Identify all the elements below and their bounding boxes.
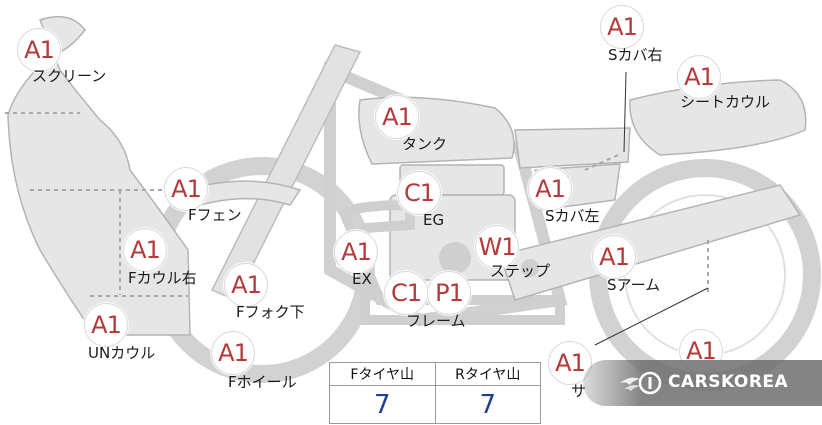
watermark-text: CARSKOREA: [668, 372, 789, 392]
grade-badge-seat-cowl: A1: [677, 55, 721, 99]
grade-badge-front-wheel: A1: [211, 331, 255, 375]
grade-badge-front-fork-lower: A1: [224, 263, 268, 307]
flame-circle-logo-icon: [620, 371, 662, 395]
grade-badge-side-cover-left: A1: [528, 167, 572, 211]
grade-badge-under-cowl: A1: [84, 303, 128, 347]
seat-cowl-shape: [629, 79, 807, 156]
part-label-front-fender: Fフェン: [188, 206, 242, 224]
watermark-banner: [583, 360, 822, 406]
grade-badge-step: W1: [475, 225, 519, 269]
grade-badge-swing-arm: A1: [592, 235, 636, 279]
grade-badge-engine: C1: [397, 171, 441, 215]
leader-lines: [594, 71, 709, 346]
part-label-side-cover-right: Sカバ右: [608, 46, 663, 64]
front-tire-tread-header: Fタイヤ山: [329, 362, 436, 386]
part-label-under-cowl: UNカウル: [88, 344, 156, 362]
part-label-front-wheel: Fホイール: [228, 373, 297, 391]
rear-tire-tread-value: 7: [434, 385, 541, 424]
part-label-side-cover-left: Sカバ左: [545, 207, 600, 225]
part-label-swing-arm: Sアーム: [607, 276, 661, 294]
part-label-engine: EG: [423, 211, 445, 229]
grade-badge-exhaust: A1: [334, 230, 378, 274]
part-label-step: ステップ: [490, 262, 551, 280]
front-tire-tread-value: 7: [329, 385, 436, 424]
grade-badge-front-cowl-right: A1: [123, 228, 167, 272]
swing-arm-shape: [499, 184, 802, 301]
part-label-frame: フレーム: [406, 312, 466, 330]
grade-badge-tank: A1: [375, 95, 419, 139]
tire-tread-table: Fタイヤ山 Rタイヤ山 7 7: [329, 362, 541, 424]
panel-divisions: [5, 112, 709, 297]
grade-badge-frame-1: C1: [384, 271, 428, 315]
rear-subframe-shape: [514, 127, 631, 169]
grade-badge-front-fender: A1: [164, 167, 208, 211]
grade-badge-screen: A1: [17, 28, 61, 72]
part-label-rear-part-a: サ: [571, 382, 587, 400]
part-label-seat-cowl: シートカウル: [680, 93, 771, 111]
grade-badge-side-cover-right: A1: [600, 5, 644, 49]
grade-badge-frame-2: P1: [427, 271, 471, 315]
part-label-exhaust: EX: [352, 270, 372, 288]
exhaust-shape: [339, 199, 565, 325]
part-label-tank: タンク: [402, 135, 448, 153]
part-label-front-cowl-right: Fカウル右: [128, 269, 197, 287]
part-label-front-fork-lower: Fフォク下: [236, 303, 305, 321]
part-label-screen: スクリーン: [32, 67, 107, 85]
rear-tire-tread-header: Rタイヤ山: [434, 362, 541, 386]
